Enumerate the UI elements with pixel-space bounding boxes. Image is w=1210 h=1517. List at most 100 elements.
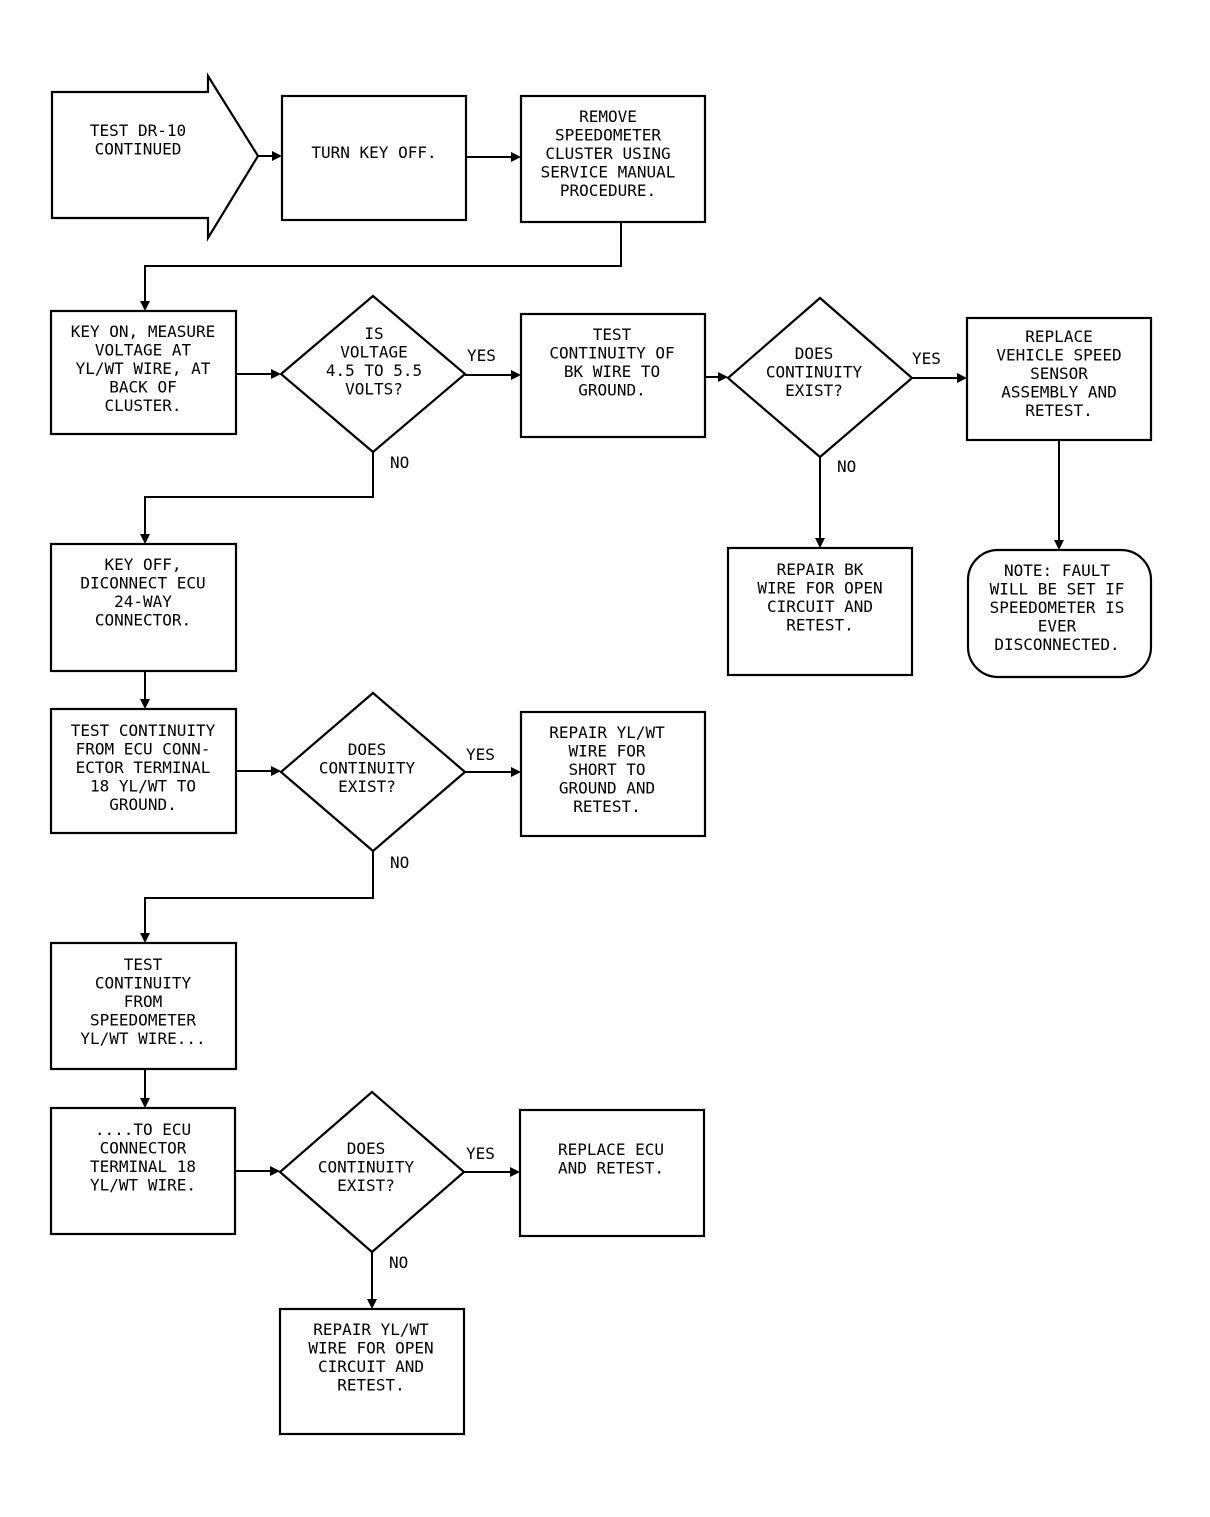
node-text-line: CONTINUED	[95, 140, 182, 159]
node-text-line: EXIST?	[338, 777, 396, 796]
arrowhead	[140, 534, 150, 544]
node-text-line: 24-WAY	[114, 592, 172, 611]
node-text-line: WIRE FOR	[568, 742, 645, 761]
test-speedo-wire-box	[49, 941, 238, 1071]
node-text-line: AND RETEST.	[558, 1159, 664, 1178]
yes-label: YES	[912, 349, 941, 368]
test-bk-continuity-box	[519, 312, 707, 439]
node-text-line: WILL BE SET IF	[990, 580, 1125, 599]
no-label: NO	[390, 453, 409, 472]
node-text-line: 18 YL/WT TO	[90, 777, 196, 796]
node-text-line: SENSOR	[1030, 364, 1088, 383]
arrowhead	[510, 1167, 520, 1177]
node-text-line: VEHICLE SPEED	[996, 346, 1121, 365]
connector-line	[144, 851, 374, 934]
node-text-line: SPEEDOMETER IS	[990, 598, 1125, 617]
node-text-line: SPEEDOMETER	[90, 1011, 196, 1030]
node-text-line: SPEEDOMETER	[555, 126, 661, 145]
connectors	[140, 151, 1064, 1309]
node-text-line: 4.5 TO 5.5	[326, 361, 422, 380]
node-text-line: VOLTS?	[345, 380, 403, 399]
node-text-line: EVER	[1038, 617, 1077, 636]
node-text-line: ASSEMBLY AND	[1001, 383, 1117, 402]
node-text-line: REPAIR BK	[777, 560, 864, 579]
node-text-line: NOTE: FAULT	[1004, 561, 1110, 580]
node-text-line: CONTINUITY	[318, 1158, 415, 1177]
arrowhead	[511, 152, 521, 162]
node-text-line: REPLACE	[1025, 327, 1092, 346]
node-text-line: ....TO ECU	[95, 1120, 191, 1139]
node-text-line: CLUSTER.	[104, 396, 181, 415]
arrowhead	[140, 301, 150, 311]
arrowhead	[271, 369, 281, 379]
start-arrow-shape	[50, 72, 260, 242]
turn-key-off-label: TURN KEY OFF.	[311, 143, 436, 162]
node-text-line: TURN KEY OFF.	[311, 143, 436, 162]
arrowhead	[1054, 540, 1064, 550]
node-text-line: YL/WT WIRE, AT	[76, 359, 211, 378]
to-ecu-terminal-box	[49, 1106, 237, 1236]
repair-short-box	[519, 710, 707, 838]
node-text-line: CIRCUIT AND	[767, 597, 873, 616]
node-text-line: TEST DR-10	[90, 121, 186, 140]
node-text-line: KEY ON, MEASURE	[71, 322, 216, 341]
no-label: NO	[390, 853, 409, 872]
node-text-line: TERMINAL 18	[90, 1157, 196, 1176]
arrowhead	[957, 373, 967, 383]
yes-label: YES	[466, 745, 495, 764]
arrowhead	[367, 1299, 377, 1309]
disconnect-ecu-box	[49, 542, 238, 673]
node-text-line: REPAIR YL/WT	[313, 1320, 429, 1339]
node-text-line: RETEST.	[337, 1376, 404, 1395]
note-fault-box	[966, 548, 1153, 679]
arrowhead	[140, 699, 150, 709]
node-text-line: ECTOR TERMINAL	[76, 758, 211, 777]
node-text-line: TEST CONTINUITY	[71, 721, 216, 740]
node-text-line: TEST	[593, 325, 632, 344]
node-text-line: DOES	[347, 1139, 386, 1158]
node-text-line: RETEST.	[573, 797, 640, 816]
no-label: NO	[837, 457, 856, 476]
repair-bk-box	[726, 546, 914, 677]
arrowhead	[815, 538, 825, 548]
node-text-line: BK WIRE TO	[564, 362, 660, 381]
node-text-line: CONTINUITY	[319, 759, 416, 778]
node-text-line: CIRCUIT AND	[318, 1357, 424, 1376]
node-text-line: WIRE FOR OPEN	[757, 579, 882, 598]
node-text-line: DOES	[348, 740, 387, 759]
node-text-line: BACK OF	[109, 378, 176, 397]
remove-cluster-box	[519, 94, 707, 224]
node-text-line: VOLTAGE AT	[95, 341, 192, 360]
yes-label: YES	[467, 346, 496, 365]
node-text-line: RETEST.	[1025, 401, 1092, 420]
node-text-line: EXIST?	[785, 381, 843, 400]
node-text-line: KEY OFF,	[104, 555, 181, 574]
node-text-line: DICONNECT ECU	[80, 574, 205, 593]
yes-label: YES	[466, 1144, 495, 1163]
arrowhead	[272, 151, 282, 161]
node-text-line: FROM	[124, 992, 163, 1011]
test-ecu-terminal-box	[49, 707, 238, 835]
node-text-line: REPAIR YL/WT	[549, 723, 665, 742]
node-text-line: CONNECTOR	[100, 1139, 187, 1158]
arrowhead	[271, 766, 281, 776]
node-text-line: GROUND AND	[559, 779, 655, 798]
node-text-line: CLUSTER USING	[545, 144, 670, 163]
connector-line	[144, 222, 622, 302]
measure-voltage-box	[49, 309, 238, 436]
node-text-line: RETEST.	[786, 616, 853, 635]
node-text-line: DOES	[795, 344, 834, 363]
node-text-line: SERVICE MANUAL	[541, 163, 676, 182]
node-text-line: PROCEDURE.	[560, 181, 656, 200]
node-text-line: CONTINUITY OF	[549, 344, 674, 363]
